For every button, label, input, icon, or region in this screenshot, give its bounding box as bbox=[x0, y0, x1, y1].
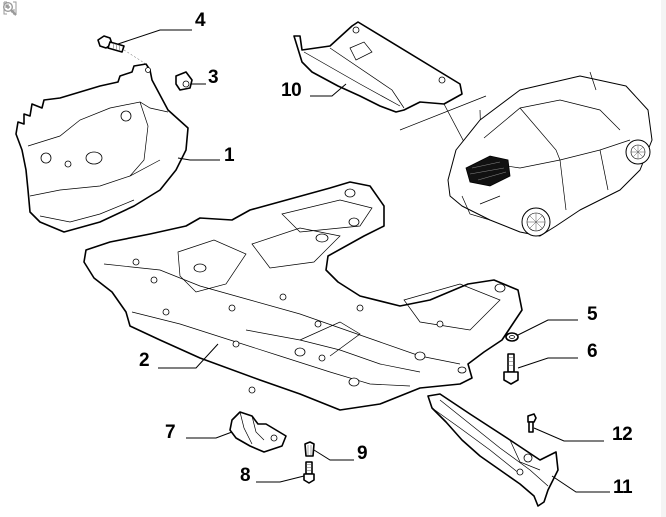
callout-12[interactable]: 12 bbox=[612, 424, 633, 445]
leader-1 bbox=[177, 157, 220, 161]
leader-12 bbox=[533, 427, 604, 442]
callout-6[interactable]: 6 bbox=[587, 341, 598, 362]
leader-10 bbox=[310, 83, 347, 97]
part-6-bolt[interactable] bbox=[503, 353, 519, 385]
leader-11 bbox=[551, 475, 610, 493]
callout-8[interactable]: 8 bbox=[240, 465, 251, 486]
part-5-nut[interactable] bbox=[505, 332, 519, 342]
callout-11[interactable]: 11 bbox=[613, 477, 633, 498]
callout-4[interactable]: 4 bbox=[195, 10, 206, 31]
part-3-clip-nut[interactable] bbox=[175, 71, 193, 91]
part-7-bracket[interactable] bbox=[229, 411, 287, 453]
callout-3[interactable]: 3 bbox=[208, 67, 219, 88]
callout-10[interactable]: 10 bbox=[281, 80, 302, 101]
leader-lines bbox=[117, 29, 610, 493]
part-1-side-shield[interactable] bbox=[15, 63, 189, 233]
vehicle-locator-illustration bbox=[447, 71, 653, 237]
leader-4 bbox=[117, 29, 192, 45]
part-8-screw[interactable] bbox=[303, 461, 315, 484]
part-4-bolt[interactable] bbox=[97, 35, 147, 65]
leader-7 bbox=[186, 431, 233, 439]
callout-5[interactable]: 5 bbox=[587, 304, 598, 325]
leader-2 bbox=[158, 343, 219, 369]
part-11-rear-side-shield[interactable] bbox=[427, 393, 559, 507]
leader-6 bbox=[517, 357, 578, 369]
callout-1[interactable]: 1 bbox=[224, 145, 235, 166]
part-9-expansion-clip[interactable] bbox=[304, 441, 315, 457]
leader-8 bbox=[256, 475, 305, 483]
callout-7[interactable]: 7 bbox=[165, 422, 176, 443]
zoom-out-icon[interactable] bbox=[2, 1, 18, 16]
viewer-edge bbox=[661, 0, 666, 517]
leader-9 bbox=[313, 449, 354, 461]
callout-2[interactable]: 2 bbox=[139, 350, 150, 371]
leader-5 bbox=[517, 319, 578, 336]
part-10-engine-cover-shield[interactable] bbox=[293, 21, 463, 113]
part-12-bolt[interactable] bbox=[527, 413, 537, 433]
callout-9[interactable]: 9 bbox=[357, 443, 368, 464]
part-2-underbody-shield[interactable] bbox=[83, 181, 523, 411]
